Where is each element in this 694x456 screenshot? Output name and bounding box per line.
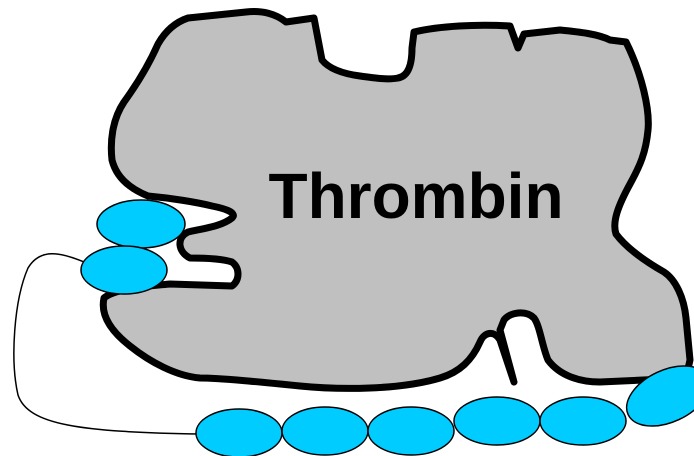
bead-bottom-2: [282, 407, 368, 455]
protein-label: Thrombin: [268, 160, 563, 232]
bead-left-upper: [97, 200, 185, 248]
bead-bottom-4: [454, 397, 540, 445]
bead-bottom-3: [368, 407, 454, 455]
bead-left-lower: [81, 246, 167, 294]
bead-bottom-5: [540, 397, 626, 445]
bead-bottom-1: [196, 409, 282, 456]
